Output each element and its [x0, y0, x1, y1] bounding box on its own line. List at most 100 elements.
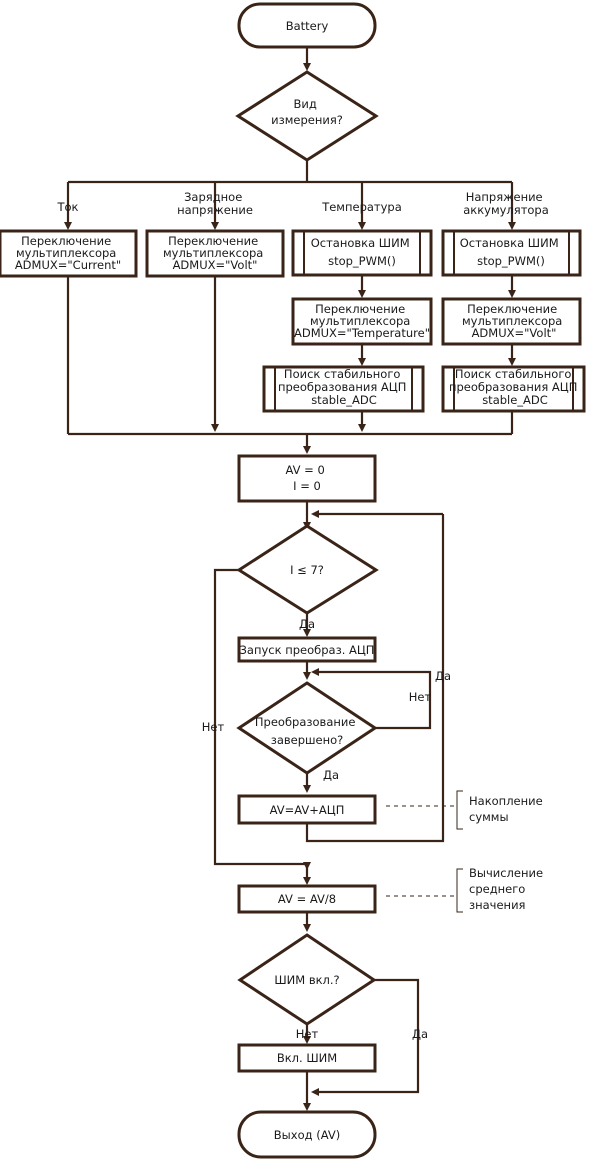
start-adc-label: Запуск преобраз. АЦП	[240, 643, 375, 657]
branch-labels: Ток Зарядное напряжение Температура Напр…	[56, 190, 548, 217]
stable-adc-batt-line-2: преобразования АЦП	[449, 380, 577, 394]
wait-loop-connector	[318, 670, 432, 730]
conversion-yes-label: Да	[323, 768, 339, 782]
mux-temperature-line-1: Переключение	[315, 302, 405, 316]
branch-label-charge-line-2: напряжение	[177, 203, 253, 217]
start-terminator: Battery	[237, 2, 377, 49]
decision-measure-line-2: измерения?	[271, 113, 343, 127]
loop-yes-label: Да	[299, 617, 315, 631]
note-accumulate-line-1: Накопление	[469, 794, 543, 808]
arrowhead	[303, 862, 311, 870]
stop-pwm-temp-line-2: stop_PWM()	[328, 254, 396, 268]
loop-back-yes-label: Да	[435, 669, 451, 683]
branch-label-temperature: Температура	[321, 200, 402, 214]
svg-text:Поиск стабильного преобр: Поиск стабильного преобразования АЦП sta…	[449, 367, 581, 407]
mux-volt-charge-line-1: Переключение	[168, 234, 258, 248]
stop-pwm-batt-line-2: stop_PWM()	[477, 254, 545, 268]
no-branch-connector	[213, 568, 307, 866]
arrowhead	[508, 290, 516, 298]
mux-volt-batt-line-2: мультиплексора	[462, 314, 562, 328]
pwm-on-action-label: Вкл. ШИМ	[277, 1051, 337, 1065]
process-start-adc: Запуск преобраз. АЦП	[237, 636, 377, 663]
arrowhead	[303, 1103, 311, 1111]
mux-volt-batt-line-1: Переключение	[467, 302, 557, 316]
stable-adc-temp-line-3: stable_ADC	[311, 393, 377, 407]
arrowhead	[303, 446, 311, 454]
stable-adc-temp-line-2: преобразования АЦП	[278, 380, 406, 394]
mux-volt-batt-line-3: ADMUX="Volt"	[472, 326, 557, 340]
exit-terminator: Выход (AV)	[237, 1110, 377, 1159]
note-average-line-1: Вычисление	[469, 866, 543, 880]
svg-text:Переключение мультиплекс: Переключение мультиплексора ADMUX="Volt"	[163, 234, 267, 272]
mux-temperature-line-3: ADMUX="Temperature"	[294, 326, 430, 340]
mux-volt-charge-line-2: мультиплексора	[163, 246, 263, 260]
arrowhead	[508, 358, 516, 366]
arrowhead	[211, 424, 219, 432]
svg-text:Остановка ШИМ stop_PWM(): Остановка ШИМ stop_PWM()	[460, 236, 563, 268]
branch-label-battery-line-1: Напряжение	[466, 190, 543, 204]
process-mux-temperature: Переключение мультиплексора ADMUX="Tempe…	[291, 297, 433, 346]
process-average: AV = AV/8	[237, 884, 377, 914]
svg-text:Накопление суммы: Накопление суммы	[469, 794, 546, 824]
arrowhead	[211, 222, 219, 230]
stop-pwm-temp-line-1: Остановка ШИМ	[311, 236, 410, 250]
arrowhead	[311, 1088, 319, 1096]
arrowhead	[303, 877, 311, 885]
conversion-no-label: Нет	[409, 690, 432, 704]
arrowhead	[303, 924, 311, 932]
arrowhead	[64, 222, 72, 230]
init-line-2: I = 0	[293, 479, 321, 493]
connectors	[66, 47, 514, 1105]
subroutine-stop-pwm-battery: Остановка ШИМ stop_PWM()	[441, 229, 582, 277]
note-average-line-3: значения	[469, 898, 525, 912]
svg-text:Остановка ШИМ stop_PWM(): Остановка ШИМ stop_PWM()	[311, 236, 414, 268]
stop-pwm-batt-line-1: Остановка ШИМ	[460, 236, 559, 250]
arrowhead	[303, 629, 311, 637]
loop-no-label: Нет	[202, 720, 225, 734]
process-mux-volt-charge: Переключение мультиплексора ADMUX="Volt"	[145, 229, 285, 278]
loop-condition-label: I ≤ 7?	[290, 563, 324, 577]
mux-current-line-3: ADMUX="Current"	[15, 258, 121, 272]
svg-text:Переключение мультиплекс: Переключение мультиплексора ADMUX="Tempe…	[294, 302, 430, 340]
arrowhead	[508, 222, 516, 230]
arrowhead	[311, 668, 319, 676]
arrowhead	[358, 424, 366, 432]
svg-text:Напряжение аккумулятора: Напряжение аккумулятора	[463, 190, 549, 217]
average-label: AV = AV/8	[278, 892, 336, 906]
branch-label-charge-line-1: Зарядное	[184, 190, 242, 204]
svg-text:Вычисление среднего зн: Вычисление среднего значения	[469, 866, 547, 912]
subroutine-stop-pwm-temperature: Остановка ШИМ stop_PWM()	[291, 229, 433, 277]
stable-adc-batt-line-1: Поиск стабильного	[455, 367, 571, 381]
mux-current-line-1: Переключение	[21, 234, 111, 248]
subroutine-stable-adc-battery: Поиск стабильного преобразования АЦП sta…	[441, 365, 586, 413]
process-pwm-on: Вкл. ШИМ	[237, 1043, 377, 1073]
pwm-yes-label: Да	[412, 1027, 428, 1041]
yes-branch-connector	[318, 978, 420, 1094]
note-average-line-2: среднего	[469, 882, 525, 896]
process-mux-volt-battery: Переключение мультиплексора ADMUX="Volt"	[441, 297, 582, 346]
mux-current-line-2: мультиплексора	[16, 246, 116, 260]
pwm-on-question-label: ШИМ вкл.?	[274, 973, 339, 987]
branch-label-battery-line-2: аккумулятора	[463, 203, 549, 217]
pwm-no-label: Нет	[296, 1027, 319, 1041]
arrowhead	[303, 63, 311, 71]
arrowhead	[358, 358, 366, 366]
branch-label-current: Ток	[56, 200, 78, 214]
init-line-1: AV = 0	[286, 463, 325, 477]
loop-back-connector	[305, 514, 445, 843]
decision-measure-line-1: Вид	[294, 97, 317, 111]
svg-text:Вид измерения?: Вид измерения?	[271, 97, 343, 127]
arrowhead	[358, 222, 366, 230]
arrowhead	[358, 290, 366, 298]
arrowheads	[64, 63, 516, 1111]
process-accumulate: AV=AV+АЦП	[237, 794, 377, 825]
arrowhead	[303, 785, 311, 793]
arrowhead	[311, 510, 319, 518]
start-label: Battery	[286, 19, 329, 33]
stable-adc-batt-line-3: stable_ADC	[482, 393, 548, 407]
decision-pwm-on: ШИМ вкл.?	[237, 933, 377, 1026]
svg-text:Переключение мультиплекс: Переключение мультиплексора ADMUX="Volt"	[462, 302, 566, 340]
note-bracket	[456, 868, 463, 913]
svg-text:Переключение мультиплекс: Переключение мультиплексора ADMUX="Curre…	[15, 234, 121, 272]
